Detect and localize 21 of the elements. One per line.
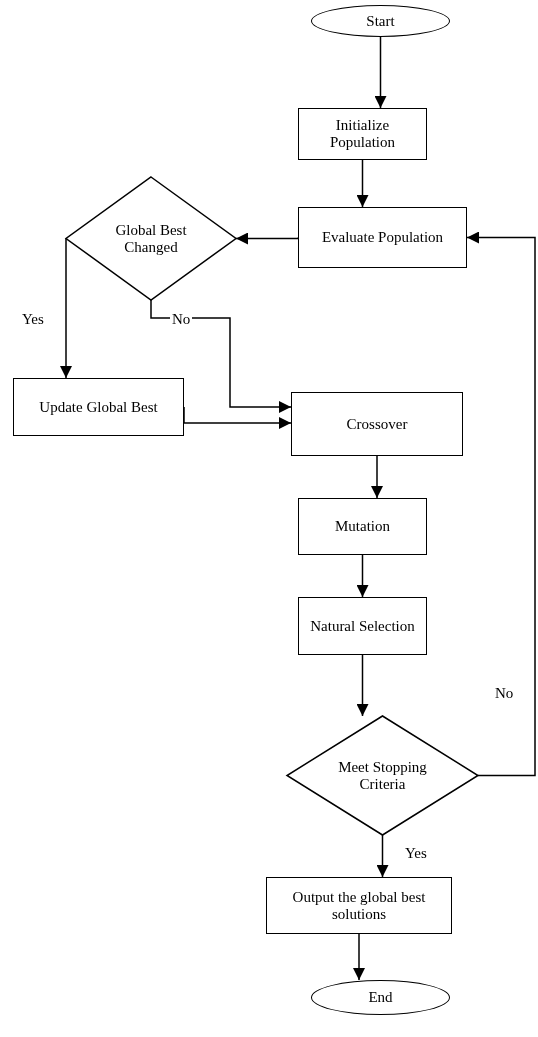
arrow <box>356 159 369 208</box>
arrow <box>371 455 383 499</box>
arrow <box>356 654 369 717</box>
decision-diamond: Global Best Changed <box>66 177 236 300</box>
arrow <box>374 36 387 109</box>
arrow <box>356 554 369 598</box>
arrow <box>466 231 536 777</box>
arrow <box>353 933 365 981</box>
decision-diamond: Meet Stopping Criteria <box>287 716 478 835</box>
process-box: Update Global Best <box>13 378 184 436</box>
process-box: Output the global best solutions <box>266 877 452 934</box>
start-terminal: Start <box>311 5 450 37</box>
arrow <box>376 834 389 878</box>
process-box: Natural Selection <box>298 597 427 655</box>
process-box: Crossover <box>291 392 463 456</box>
process-box: Evaluate Population <box>298 207 467 268</box>
arrow <box>235 232 299 245</box>
end-terminal: End <box>311 980 450 1015</box>
process-box: Mutation <box>298 498 427 555</box>
arrow <box>150 299 292 413</box>
process-box: Initialize Population <box>298 108 427 160</box>
